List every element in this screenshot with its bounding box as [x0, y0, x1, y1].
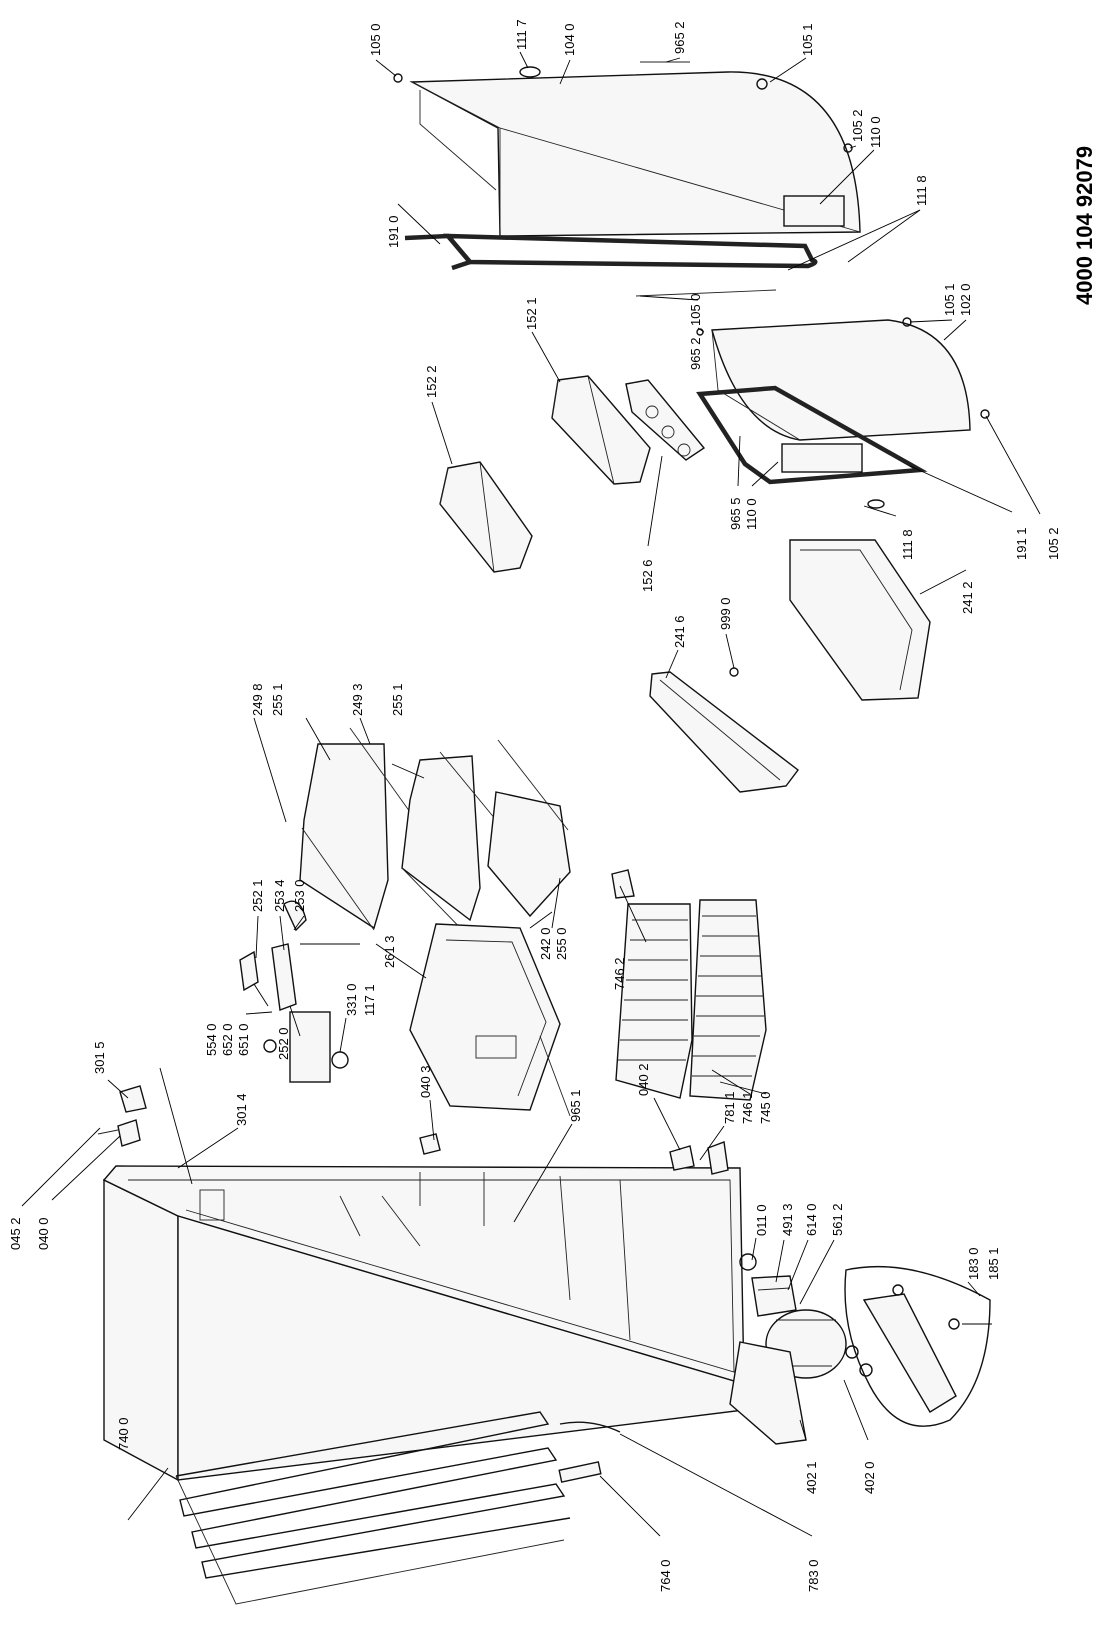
- part-label: 745 0: [758, 1091, 773, 1124]
- compressor-baseplate: [844, 1265, 991, 1427]
- part-label: 554 0: [204, 1023, 219, 1056]
- part-label: 252 0: [276, 1027, 291, 1060]
- part-label: 110 0: [868, 116, 883, 148]
- part-label: 253 4: [272, 879, 287, 912]
- part-label: 191 1: [1014, 527, 1029, 560]
- part-label: 045 2: [8, 1217, 23, 1250]
- part-label: 255 0: [554, 927, 569, 960]
- part-label: 185 1: [986, 1247, 1001, 1280]
- part-label: 191 0: [386, 215, 401, 248]
- crisper-drawer-2412: [789, 539, 931, 701]
- part-label: 152 6: [640, 559, 655, 592]
- part-label: 102 0: [958, 283, 973, 316]
- part-label: 152 2: [424, 365, 439, 398]
- upper-door-gasket: [404, 233, 818, 271]
- electronics-box: [751, 1275, 797, 1317]
- part-label: 255 1: [270, 683, 285, 716]
- part-label: 402 1: [804, 1461, 819, 1494]
- upper-hinge: [393, 61, 853, 227]
- evaporator-left: [615, 903, 693, 1099]
- part-label: 104 0: [562, 23, 577, 56]
- part-label: 255 1: [390, 683, 405, 716]
- part-label: 117 1: [362, 984, 377, 1016]
- tube-7830: [559, 1421, 621, 1433]
- tube-7640: [558, 1461, 602, 1483]
- part-label: 999 0: [718, 597, 733, 630]
- part-label: 152 1: [524, 297, 539, 330]
- part-label: 110 0: [744, 498, 759, 530]
- part-label: 764 0: [658, 1559, 673, 1592]
- evaporator-right: [689, 899, 767, 1101]
- egg-tray-1526: [625, 379, 706, 461]
- door-bin-1521: [551, 375, 651, 485]
- part-label: 781 1: [722, 1091, 737, 1124]
- part-label: 105 0: [688, 293, 703, 326]
- glass-shelf-lower: [487, 739, 571, 918]
- part-label: 561 2: [830, 1203, 845, 1236]
- crisper-cover-2416: [649, 667, 799, 793]
- part-label: 111 8: [900, 529, 915, 560]
- part-label: 261 3: [382, 935, 397, 968]
- glass-shelf-upper: [299, 727, 411, 931]
- part-label: 241 6: [672, 615, 687, 648]
- relay-box-4021: [729, 1341, 807, 1445]
- part-label: 746 1: [740, 1091, 755, 1124]
- part-label: 111 8: [914, 175, 929, 206]
- part-label: 965 5: [728, 497, 743, 530]
- cabinet: [102, 1165, 757, 1482]
- middle-hinge-parts: [419, 1133, 729, 1175]
- part-label: 105 1: [942, 283, 957, 316]
- part-label: 301 5: [92, 1041, 107, 1074]
- freezer-drawer: [409, 923, 571, 1117]
- part-label: 651 0: [236, 1023, 251, 1056]
- part-label: 301 4: [234, 1093, 249, 1126]
- door-bin-1522: [439, 461, 533, 573]
- part-number-labels: 045 2 040 0 740 0 301 5 301 4 554 0 652 …: [8, 19, 1061, 1592]
- part-label: 105 2: [850, 109, 865, 142]
- part-label: 652 0: [220, 1023, 235, 1056]
- part-label: 111 7: [514, 19, 529, 50]
- part-label: 040 3: [418, 1065, 433, 1098]
- fan-light-assembly: [239, 900, 349, 1083]
- part-label: 241 2: [960, 581, 975, 614]
- part-label: 746 2: [612, 957, 627, 990]
- part-label: 253 0: [292, 879, 307, 912]
- condenser-coil-7400: [175, 1411, 571, 1605]
- part-label: 965 2: [688, 337, 703, 370]
- lower-door: [711, 319, 971, 441]
- part-label: 105 1: [800, 23, 815, 56]
- part-label: 491 3: [780, 1203, 795, 1236]
- part-label: 252 1: [250, 879, 265, 912]
- part-label: 965 1: [568, 1089, 583, 1122]
- part-label: 242 0: [538, 927, 553, 960]
- part-label: 249 3: [350, 683, 365, 716]
- part-label: 740 0: [116, 1417, 131, 1450]
- part-label: 965 2: [672, 21, 687, 54]
- upper-door: [409, 71, 861, 237]
- part-label: 105 2: [1046, 527, 1061, 560]
- lower-door-gasket: [696, 385, 928, 485]
- part-label: 331 0: [344, 983, 359, 1016]
- part-label: 249 8: [250, 683, 265, 716]
- part-label: 783 0: [806, 1559, 821, 1592]
- part-label: 040 0: [36, 1217, 51, 1250]
- part-label: 011 0: [754, 1204, 769, 1236]
- glass-shelf-middle: [401, 751, 497, 941]
- part-label: 402 0: [862, 1461, 877, 1494]
- part-label: 040 2: [636, 1063, 651, 1096]
- document-number: 4000 104 92079: [1072, 146, 1097, 305]
- leader-lines: [21, 51, 1041, 1537]
- part-label: 183 0: [966, 1247, 981, 1280]
- top-hinge-parts: [97, 1085, 147, 1147]
- small-bracket-7462: [611, 869, 635, 899]
- part-label: 105 0: [368, 23, 383, 56]
- part-label: 614 0: [804, 1203, 819, 1236]
